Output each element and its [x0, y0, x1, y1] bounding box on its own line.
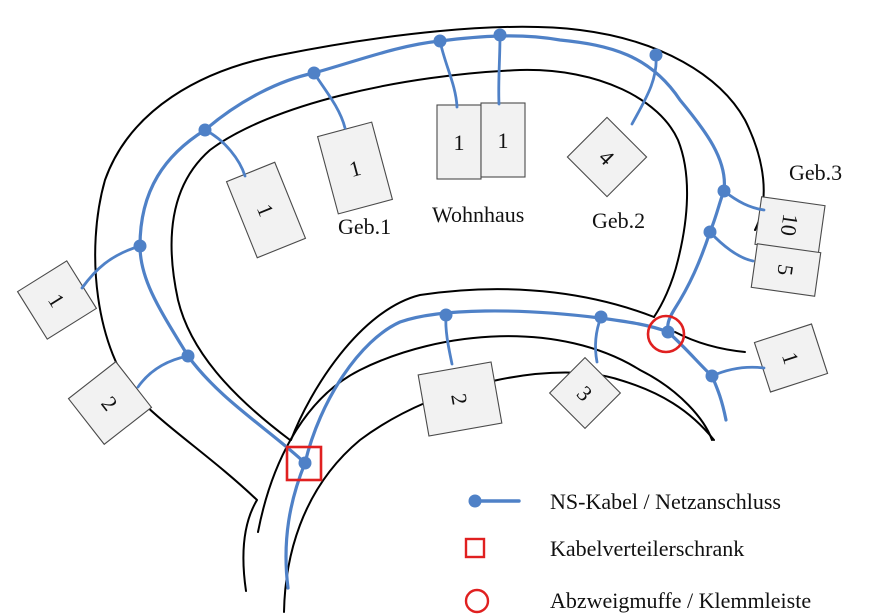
house-connection	[594, 315, 603, 364]
building-geb1: 1	[316, 121, 394, 215]
building-box	[225, 161, 307, 259]
building-box	[16, 260, 98, 340]
legend-cable-node	[468, 494, 482, 508]
building-lower-3: 3	[548, 356, 622, 430]
building-box	[566, 116, 648, 198]
building-box	[316, 121, 394, 215]
building-box	[480, 102, 526, 178]
building-box	[750, 243, 822, 297]
road-outlines	[94, 25, 765, 613]
road-outer-edge	[94, 25, 765, 592]
road-inner-edge	[170, 68, 688, 441]
legend-junction-symbol	[464, 588, 490, 614]
building-left-2: 2	[67, 360, 153, 446]
legend-cabinet-symbol	[464, 537, 486, 559]
house-connection	[708, 230, 755, 263]
cable-node	[705, 369, 719, 383]
cable-node	[198, 123, 212, 137]
building-number: 2	[446, 391, 473, 406]
junction-sleeve-marker	[646, 314, 686, 354]
cable-node	[181, 349, 195, 363]
house-connection	[438, 39, 459, 109]
building-right-1: 1	[753, 323, 829, 393]
cable-nodes	[133, 28, 731, 470]
building-box	[67, 360, 153, 446]
road-east-branch	[674, 331, 746, 353]
legend-cabinet-label: Kabelverteilerschrank	[550, 536, 744, 561]
building-number: 5	[772, 263, 798, 277]
cable-node	[661, 325, 675, 339]
building-box	[548, 356, 622, 430]
legend-junction-label: Abzweigmuffe / Klemmleiste	[550, 588, 811, 613]
cable-node	[493, 28, 507, 42]
label-wohnhaus: Wohnhaus	[432, 202, 524, 227]
building-number: 1	[498, 128, 509, 153]
building-geb3-top: 10	[754, 196, 826, 254]
cable-node	[133, 239, 147, 253]
cable-node	[703, 225, 717, 239]
legend-cable-label: NS-Kabel / Netzanschluss	[550, 489, 781, 514]
building-box	[417, 361, 503, 437]
house-connection	[497, 33, 502, 106]
house-connection	[80, 244, 142, 290]
house-connection	[136, 354, 190, 389]
road-south-inner-curve	[290, 288, 655, 441]
house-connection	[630, 53, 658, 126]
house-connection	[203, 128, 247, 178]
cable-distribution-cabinet-marker	[285, 445, 323, 482]
building-number: 10	[776, 212, 804, 237]
building-number: 1	[454, 130, 465, 155]
building-wohnhaus-right: 1	[480, 102, 526, 178]
house-connection	[722, 189, 766, 212]
cable-node	[433, 34, 447, 48]
cable-node	[298, 456, 312, 470]
cable-node	[307, 66, 321, 80]
building-box	[436, 104, 482, 180]
label-geb3: Geb.3	[789, 160, 842, 185]
cable-node	[717, 184, 731, 198]
cable-node	[439, 308, 453, 322]
main-cable-outer-loop	[138, 34, 727, 590]
buildings: 1 2 1 1 1 1 4 10	[16, 102, 829, 446]
road-south-outer-curve	[257, 335, 713, 533]
building-left-1: 1	[16, 260, 98, 340]
building-geb2: 4	[566, 116, 648, 198]
label-geb2: Geb.2	[592, 208, 645, 233]
cable-node	[649, 48, 663, 62]
cable-node	[594, 310, 608, 324]
building-lower-2: 2	[417, 361, 503, 437]
building-wohnhaus-left: 1	[436, 104, 482, 180]
building-inner-1: 1	[225, 161, 307, 259]
house-connection	[710, 365, 766, 378]
label-geb1: Geb.1	[338, 214, 391, 239]
legend: NS-Kabel / Netzanschluss Kabelverteilers…	[464, 489, 811, 614]
building-geb3-bottom: 5	[750, 243, 822, 297]
house-connection	[444, 313, 454, 366]
